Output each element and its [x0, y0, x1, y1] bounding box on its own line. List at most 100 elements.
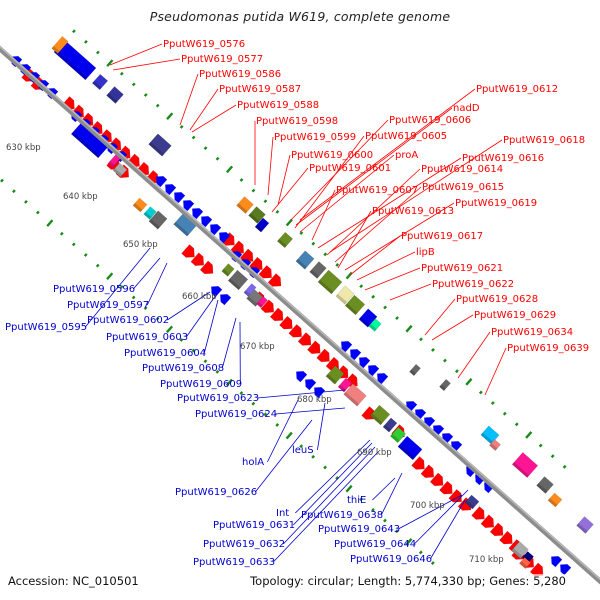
gene-label: PputW619_0628: [456, 294, 538, 305]
gene-label: PputW619_0632: [203, 539, 285, 550]
gene-label: PputW619_0612: [476, 84, 558, 95]
tick-mark: [155, 316, 160, 321]
feature-box: [576, 516, 594, 534]
gene-label: PputW619_0621: [421, 263, 503, 274]
gene-label: PputW619_0617: [401, 231, 483, 242]
feature-box: [397, 435, 423, 461]
ticks-layer: [0, 29, 567, 566]
tick-mark: [514, 422, 519, 427]
tick-mark: [359, 284, 364, 289]
gene-arrow: [550, 556, 563, 568]
scale-label: 710 kbp: [469, 555, 504, 565]
tick-mark: [383, 518, 387, 523]
gene-label: PputW619_0599: [274, 132, 356, 143]
gene-arrow: [295, 371, 308, 383]
tick-mark: [443, 358, 447, 363]
gene-label: PputW619_0638: [301, 510, 383, 521]
tick-mark: [263, 199, 268, 204]
gene-arrow: [297, 332, 312, 346]
feature-box: [295, 250, 315, 270]
scale-label: 670 kbp: [240, 342, 275, 352]
gene-arrow: [155, 176, 168, 188]
tick-mark: [251, 188, 256, 193]
gene-label: PputW619_0623: [177, 393, 259, 404]
tick-mark: [143, 93, 148, 97]
gene-label: PputW619_0619: [455, 198, 537, 209]
leader-line: [398, 494, 463, 530]
leader-line: [326, 168, 421, 256]
tick-mark: [95, 50, 100, 55]
feature-box: [148, 133, 172, 157]
scale-label: 640 kbp: [63, 192, 98, 202]
gene-label: PputW619_0602: [87, 315, 169, 326]
tick-mark: [538, 443, 543, 448]
feature-box: [536, 476, 554, 494]
tick-mark: [345, 484, 353, 493]
feature-box: [221, 263, 235, 277]
gene-label: PputW619_0606: [389, 115, 471, 126]
leader-line: [167, 291, 211, 321]
feature-box: [489, 439, 501, 451]
scale-label: 690 kbp: [357, 448, 392, 458]
gene-arrow: [199, 260, 214, 275]
gene-label: PputW619_0633: [193, 557, 275, 568]
feature-box: [519, 557, 531, 569]
feature-box: [51, 36, 69, 54]
gene-label: PputW619_0626: [175, 487, 257, 498]
gene-label: PputW619_0622: [432, 279, 514, 290]
tick-mark: [215, 369, 220, 374]
tick-mark: [191, 135, 196, 140]
feature-box: [236, 196, 254, 214]
feature-box: [368, 318, 382, 332]
feature-box: [369, 404, 391, 426]
feature-box: [464, 494, 480, 510]
gene-arrow: [219, 294, 232, 306]
tick-mark: [119, 71, 124, 76]
feature-box: [112, 162, 128, 178]
gene-label: Int: [276, 508, 289, 519]
tick-mark: [418, 550, 423, 555]
tick-mark: [215, 156, 220, 161]
scale-label: 650 kbp: [123, 240, 158, 250]
feature-box: [106, 86, 124, 104]
accession-text: Accession: NC_010501: [8, 574, 139, 588]
tick-mark: [155, 103, 160, 108]
scale-label: 680 kbp: [297, 395, 332, 405]
tick-mark: [419, 337, 423, 342]
tick-mark: [562, 464, 567, 469]
tick-mark: [191, 348, 196, 353]
genome-summary: Topology: circular; Length: 5,774,330 bp…: [250, 574, 566, 588]
gene-arrow: [209, 224, 222, 236]
leader-line: [295, 107, 453, 226]
tick-mark: [165, 325, 174, 334]
tick-mark: [395, 316, 399, 321]
feature-box: [439, 378, 451, 392]
tick-mark: [550, 454, 555, 459]
gene-arrow: [279, 315, 293, 330]
tick-mark: [345, 271, 353, 280]
leader-line: [295, 439, 371, 514]
leader-line: [257, 389, 346, 399]
gene-arrow: [306, 340, 321, 354]
scale-label: 660 kbp: [182, 292, 217, 302]
feature-box: [227, 269, 249, 291]
feature-box: [382, 417, 398, 433]
gene-label: PputW619_0613: [372, 206, 454, 217]
feature-box: [547, 492, 563, 508]
tick-mark: [430, 561, 435, 566]
gene-arrow: [191, 208, 204, 220]
tick-mark: [395, 529, 399, 534]
gene-label: PputW619_0587: [219, 84, 301, 95]
gene-arrow: [164, 184, 177, 196]
feature-box: [511, 541, 529, 559]
leader-line: [457, 331, 491, 379]
tick-mark: [143, 306, 148, 311]
tick-mark: [285, 218, 293, 227]
tick-mark: [239, 178, 244, 182]
tick-mark: [119, 284, 124, 289]
gene-label: PputW619_0596: [53, 284, 135, 295]
tick-mark: [24, 199, 28, 204]
leader-line: [283, 446, 376, 545]
tick-mark: [311, 241, 316, 246]
